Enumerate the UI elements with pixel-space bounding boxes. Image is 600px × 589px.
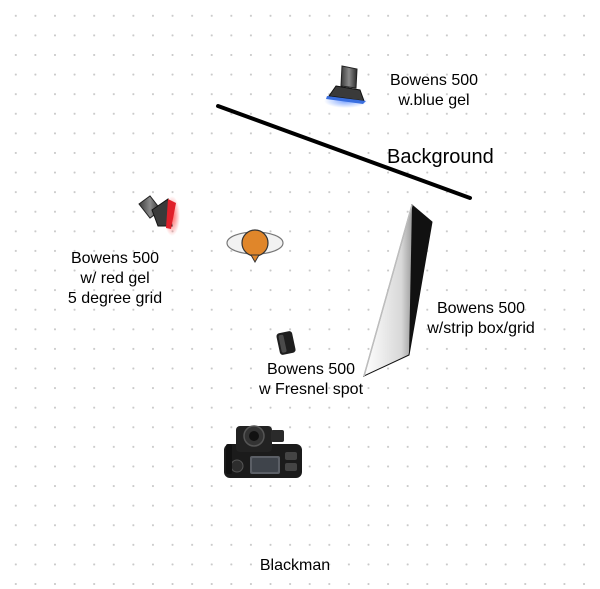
fresnel-label: Bowens 500 w Fresnel spot <box>248 360 374 400</box>
fresnel-label-line1: Bowens 500 <box>266 361 356 378</box>
red-gel-light-icon <box>138 195 180 236</box>
fresnel-label-line2: w Fresnel spot <box>258 381 364 398</box>
blue-light-label-line2: w.blue gel <box>398 92 470 109</box>
camera-icon <box>224 425 302 478</box>
red-light-label-line1: Bowens 500 <box>70 250 160 267</box>
blue-light-label: Bowens 500 w.blue gel <box>378 71 490 111</box>
red-light-label: Bowens 500 w/ red gel 5 degree grid <box>52 249 178 309</box>
red-light-label-line2: w/ red gel <box>80 270 150 287</box>
red-light-label-line3: 5 degree grid <box>67 290 163 307</box>
fresnel-spot-icon <box>276 331 296 355</box>
blue-gel-light-icon <box>324 65 368 108</box>
strip-box-label-line1: Bowens 500 <box>436 300 526 317</box>
background-label: Background <box>387 146 494 168</box>
strip-box-label-line2: w/strip box/grid <box>427 320 535 337</box>
strip-box-icon <box>363 204 433 377</box>
subject-icon <box>226 229 284 264</box>
credit-label: Blackman <box>259 557 331 574</box>
strip-box-label: Bowens 500 w/strip box/grid <box>414 299 548 339</box>
background-line <box>216 104 472 200</box>
blue-light-label-line1: Bowens 500 <box>389 72 479 89</box>
